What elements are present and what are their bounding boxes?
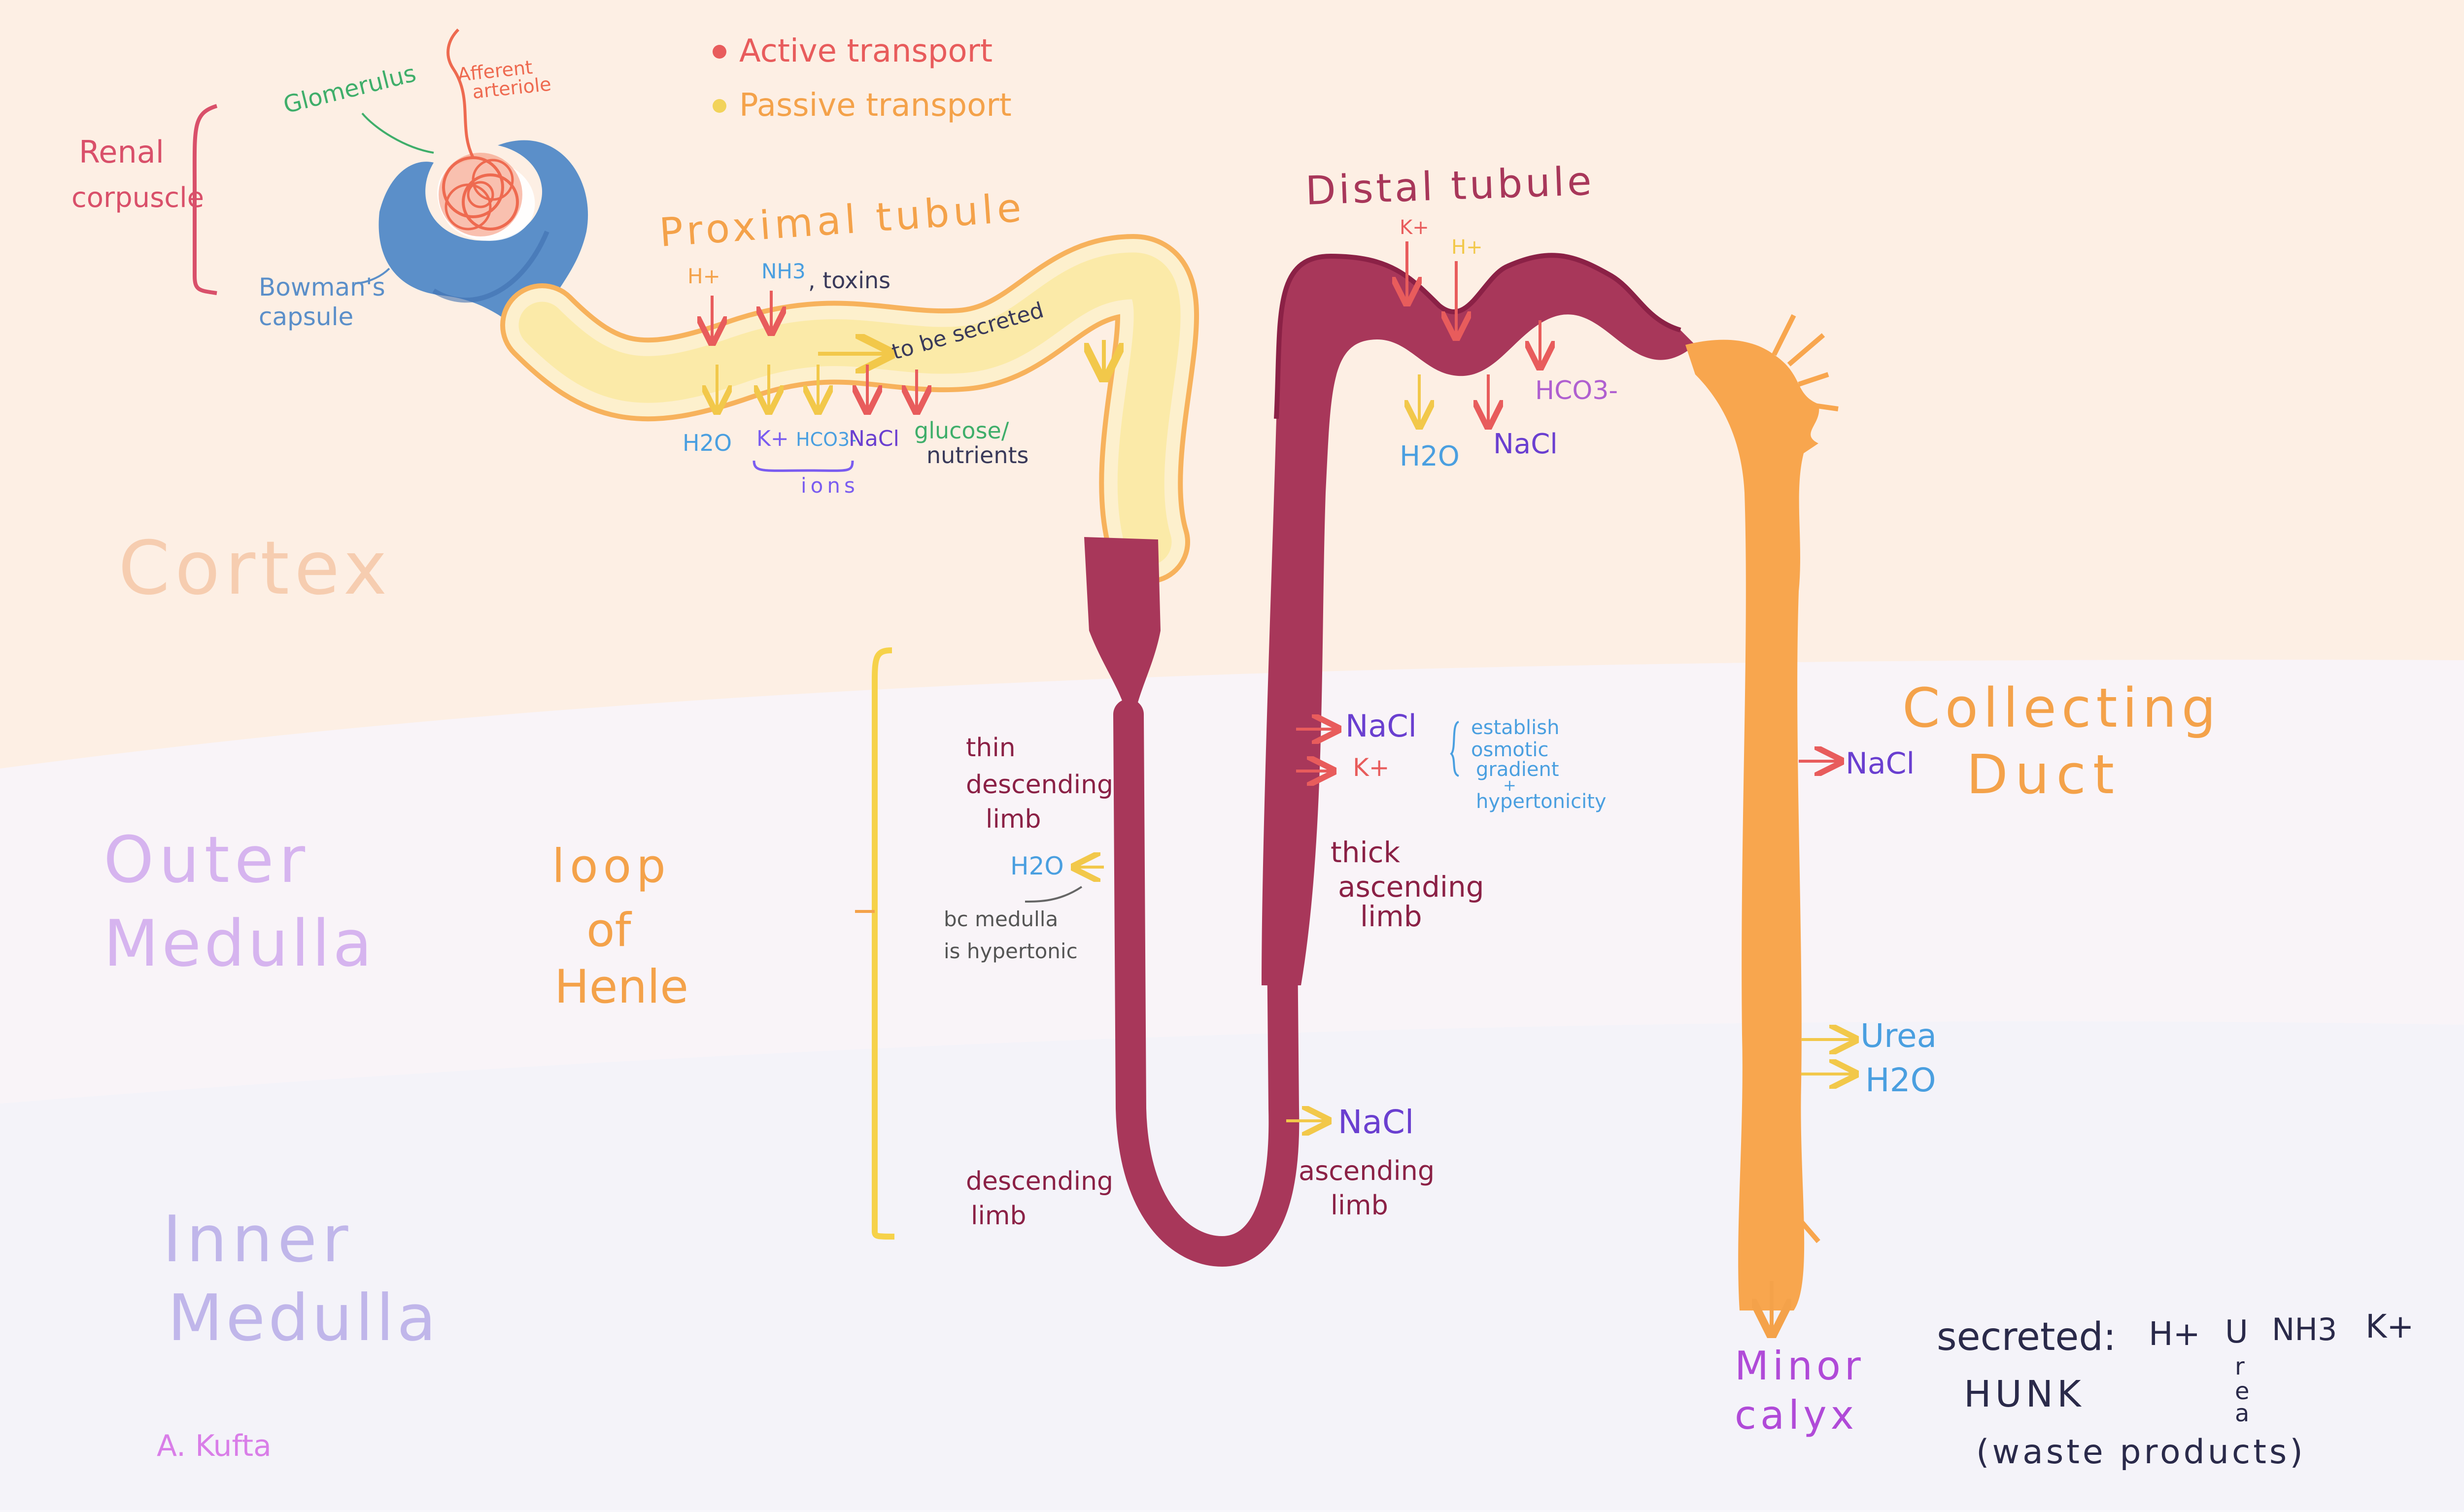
prox-ions: ions — [801, 473, 859, 498]
distal-h2o: H2O — [1400, 440, 1460, 472]
legend-active-dot — [713, 45, 726, 59]
establish-1: establish — [1471, 716, 1559, 739]
prox-nh3: NH3 — [761, 259, 806, 283]
glomerulus-pointer — [361, 112, 434, 154]
thin-desc-3: limb — [986, 805, 1041, 834]
secreted-r: r — [2235, 1353, 2245, 1380]
prox-nacl: NaCl — [849, 426, 899, 451]
secreted-u: U — [2225, 1314, 2248, 1350]
distal-nacl: NaCl — [1493, 428, 1558, 460]
thin-desc-2: descending — [966, 770, 1113, 800]
outer-medulla-label-1: Outer — [103, 822, 310, 897]
establish-4: + — [1503, 776, 1516, 795]
prox-glucose: glucose/ — [914, 417, 1009, 444]
establish-brace — [1450, 721, 1460, 777]
secreted-nh3: NH3 — [2272, 1311, 2337, 1347]
bowmans-shading — [432, 231, 549, 303]
descending-thick-segment — [1084, 537, 1161, 729]
thin-h2o: H2O — [1010, 852, 1064, 880]
secreted-k: K+ — [2365, 1308, 2414, 1345]
collecting-duct-body — [1685, 339, 1819, 1311]
cortex-region — [0, 0, 2464, 769]
prox-h-plus: H+ — [687, 264, 720, 288]
loop-label-3: Henle — [554, 960, 688, 1014]
inner-medulla-label-2: Medulla — [168, 1280, 439, 1355]
outer-medulla-label-2: Medulla — [103, 906, 375, 981]
legend-passive-dot — [713, 99, 726, 113]
duct-h2o: H2O — [1865, 1061, 1936, 1099]
glomerulus — [439, 28, 522, 236]
afferent-arteriole-line — [446, 28, 475, 159]
prox-k-plus: K+ — [756, 426, 789, 451]
bc-1: bc medulla — [944, 907, 1058, 931]
distal-hco3: HCO3- — [1535, 376, 1618, 405]
loop-bracket — [872, 647, 895, 1240]
renal-bracket — [192, 104, 218, 295]
distal-h-plus: H+ — [1451, 236, 1483, 259]
thick-asc-1: thick — [1331, 836, 1401, 869]
distal-k-plus: K+ — [1400, 216, 1429, 239]
prox-nutrients: nutrients — [926, 442, 1029, 469]
cortex-label: Cortex — [118, 526, 392, 611]
secreted-a: a — [2235, 1400, 2249, 1427]
thick-asc-3: limb — [1360, 900, 1422, 933]
distal-title: Distal tubule — [1304, 158, 1595, 214]
duct-urea: Urea — [1860, 1017, 1937, 1055]
secreted-hunk: HUNK — [1964, 1373, 2085, 1415]
secreted-waste: (waste products) — [1976, 1433, 2306, 1472]
desc-1: descending — [966, 1167, 1113, 1196]
renal-label-2: corpuscle — [71, 182, 204, 214]
duct-nacl: NaCl — [1846, 746, 1915, 781]
prox-toxins: , toxins — [808, 267, 890, 294]
loop-and-distal: Distal tubule K+ H+ H2O NaCl HCO3- NaCl … — [552, 158, 1695, 1267]
thick-nacl: NaCl — [1345, 708, 1417, 744]
duct-brush-edges — [1747, 314, 1839, 1291]
establish-3: gradient — [1476, 758, 1559, 781]
asc-2: limb — [1331, 1190, 1388, 1221]
duct-title-1: Collecting — [1902, 676, 2221, 739]
secreted-note: secreted: H+ U r e a NH3 K+ HUNK (waste … — [1937, 1308, 2414, 1472]
collecting-duct: Collecting Duct NaCl Urea H2O Minor caly… — [1685, 314, 2221, 1438]
legend-passive-label: Passive transport — [739, 87, 1012, 124]
secreted-e: e — [2235, 1378, 2250, 1405]
loop-label-2: of — [586, 904, 632, 957]
secreted-h: H+ — [2149, 1315, 2200, 1353]
prox-h2o: H2O — [683, 430, 732, 456]
thick-asc-2: ascending — [1338, 870, 1484, 904]
secreted-label: secreted: — [1937, 1315, 2116, 1359]
establish-2: osmotic — [1471, 739, 1549, 761]
signature: A. Kufta — [157, 1429, 272, 1463]
bowmans-pointer — [354, 268, 390, 284]
loop-label-1: loop — [552, 840, 671, 893]
bc-pointer — [1025, 886, 1083, 903]
legend: Active transport Passive transport — [713, 33, 1012, 124]
loop-of-henle-tube — [1113, 699, 1300, 1267]
bowmans-label-2: capsule — [259, 302, 353, 331]
desc-2: limb — [971, 1201, 1027, 1231]
outer-medulla-region — [0, 660, 2464, 1104]
renal-label-1: Renal — [79, 134, 164, 170]
inner-medulla-label-1: Inner — [163, 1202, 353, 1277]
thick-k-plus: K+ — [1353, 753, 1390, 782]
thick-ascending-and-distal — [1262, 255, 1695, 986]
duct-title-2: Duct — [1966, 743, 2121, 806]
asc-nacl: NaCl — [1338, 1103, 1414, 1141]
minor-calyx-1: Minor — [1735, 1343, 1865, 1389]
asc-1: ascending — [1299, 1155, 1435, 1186]
prox-hco3: HCO3- — [796, 429, 856, 450]
legend-active-label: Active transport — [739, 33, 992, 69]
proximal-tubule-lumen — [518, 252, 1181, 566]
thin-desc-1: thin — [966, 733, 1016, 763]
minor-calyx-2: calyx — [1735, 1392, 1858, 1438]
ions-brace — [753, 460, 854, 472]
establish-5: hypertonicity — [1476, 790, 1607, 813]
bc-2: is hypertonic — [944, 939, 1078, 963]
bowmans-label-1: Bowman's — [259, 273, 385, 302]
